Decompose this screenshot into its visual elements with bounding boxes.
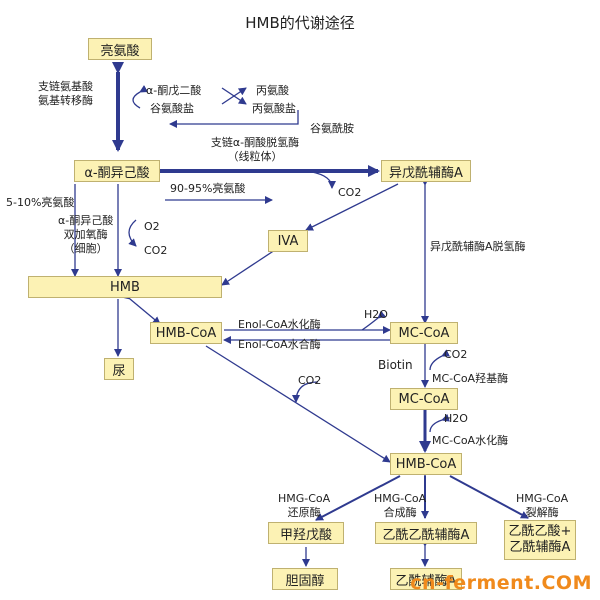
label-bckdh: 支链α-酮酸脱氢酶（线粒体） (210, 136, 300, 163)
box-iva: IVA (268, 230, 308, 252)
label-co2-4: CO2 (298, 374, 322, 387)
box-acetoacetate: 乙酰乙酸+ 乙酰辅酶A (504, 520, 576, 560)
label-akg: α-酮戊二酸 (146, 84, 202, 97)
box-isovaleryl-coa: 异戊酰辅酶A (381, 160, 471, 182)
label-h2o-2: H2O (444, 412, 468, 425)
label-enoyl-hydratase: Enol-CoA水化酶 (238, 318, 321, 331)
label-alanine-salt: 丙氨酸盐 (252, 102, 296, 115)
label-enoyl-synthase: Enol-CoA水合酶 (238, 338, 321, 351)
diagram-title: HMB的代谢途径 (245, 14, 355, 32)
label-glutamine: 谷氨酰胺 (310, 122, 354, 135)
box-mevalonate: 甲羟戊酸 (268, 522, 344, 544)
box-hmb: HMB (28, 276, 222, 298)
label-co2-3: CO2 (444, 348, 468, 361)
label-bcat: 支链氨基酸氨基转移酶 (38, 80, 93, 107)
label-co2-2: CO2 (144, 244, 168, 257)
label-pct-5: 5-10%亮氨酸 (6, 196, 75, 209)
box-acetoacetyl-coa: 乙酰乙酰辅酶A (375, 522, 477, 544)
label-alanine: 丙氨酸 (256, 84, 289, 97)
label-biotin: Biotin (378, 358, 413, 372)
label-co2-1: CO2 (338, 186, 362, 199)
label-mc-carboxylase: MC-CoA羟基酶 (432, 372, 509, 385)
label-h2o-1: H2O (364, 308, 388, 321)
acetoacetate-line1: 乙酰乙酸+ (508, 524, 572, 539)
box-mc-coa: MC-CoA (390, 322, 458, 344)
label-pct-90: 90-95%亮氨酸 (170, 182, 246, 195)
box-leucine: 亮氨酸 (88, 38, 152, 60)
label-mc-hydratase: MC-CoA水化酶 (432, 434, 509, 447)
box-urine: 尿 (104, 358, 134, 380)
watermark: cn-ferment.COM (410, 572, 592, 594)
box-acetyl-coa-partial: 乙酰辅酶A (390, 568, 462, 590)
label-ivdh: 异戊酰辅酶A脱氢酶 (430, 240, 526, 253)
box-hmg-coa: HMB-CoA (390, 453, 462, 475)
box-cholesterol: 胆固醇 (272, 568, 338, 590)
box-mc-coa-2: MC-CoA (390, 388, 458, 410)
box-kic: α-酮异己酸 (74, 160, 160, 182)
label-kic-dioxygenase: α-酮异己酸双加氧酶（细胞） (58, 214, 114, 255)
box-hmb-coa: HMB-CoA (150, 322, 222, 344)
label-glutamate: 谷氨酸盐 (150, 102, 194, 115)
acetoacetate-line2: 乙酰辅酶A (509, 540, 571, 555)
label-o2: O2 (144, 220, 160, 233)
